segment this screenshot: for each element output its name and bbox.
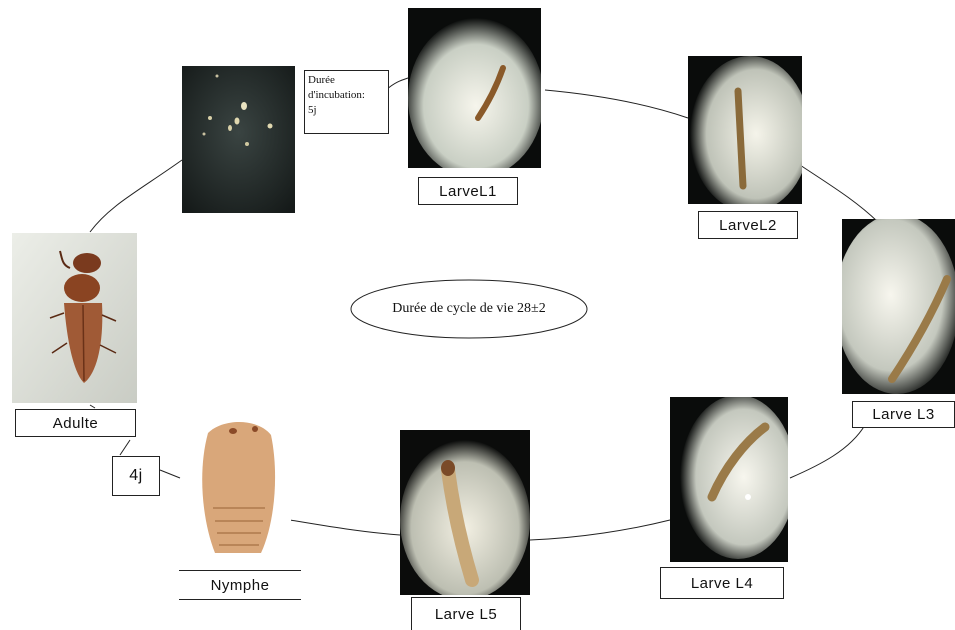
eggs-photo xyxy=(182,66,295,213)
cycle-duration-label: Durée de cycle de vie 28±2 xyxy=(349,278,589,340)
nymph-duration-box: 4j xyxy=(112,456,160,496)
larve5-photo xyxy=(400,430,530,595)
label-larve2: LarveL2 xyxy=(698,211,798,239)
adulte-photo xyxy=(12,233,137,403)
incubation-box: Durée d'incubation: 5j xyxy=(304,70,389,134)
label-larve5: Larve L5 xyxy=(411,597,521,630)
label-larve3: Larve L3 xyxy=(852,401,955,428)
larve1-photo xyxy=(408,8,541,168)
incubation-line2: d'incubation: xyxy=(308,88,385,103)
label-larve4: Larve L4 xyxy=(660,567,784,599)
larve2-photo xyxy=(688,56,802,204)
larve3-photo xyxy=(842,219,955,394)
label-nymphe: Nymphe xyxy=(179,570,301,600)
incubation-line3: 5j xyxy=(308,103,385,118)
label-larve1: LarveL1 xyxy=(418,177,518,205)
label-adulte: Adulte xyxy=(15,409,136,437)
incubation-line1: Durée xyxy=(308,73,385,88)
nymphe-photo xyxy=(183,413,291,563)
larve4-photo xyxy=(670,397,788,562)
